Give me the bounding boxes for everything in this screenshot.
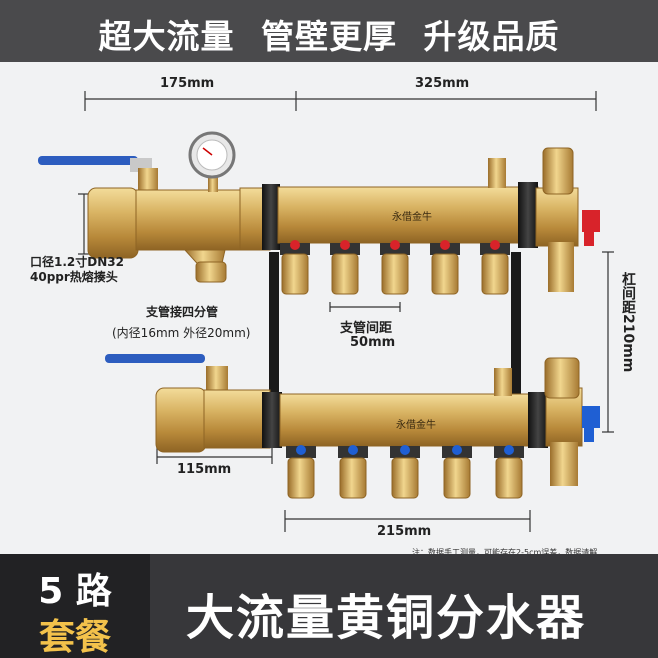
lower-manifold [262, 357, 600, 486]
dim-branch-span: 215mm [377, 524, 432, 539]
badge-line2: 套餐 [38, 617, 111, 658]
lower-inlet [105, 354, 271, 453]
slogan: 超大流量 管壁更厚 升级品质 [98, 17, 560, 56]
inlet-note-line1: 口径1.2寸DN32 [30, 255, 124, 269]
dim-body-length: 325mm [415, 76, 470, 91]
branch-note-line2: (内径16mm 外径20mm) [112, 326, 251, 340]
upper-manifold [262, 147, 600, 292]
bracket-right [511, 252, 521, 402]
product-title: 大流量黄铜分水器 [186, 590, 587, 646]
upper-inlet [38, 131, 271, 283]
bracket-left [269, 252, 279, 402]
brand-mark-lower: 永借金牛 [396, 418, 436, 431]
top-banner: 超大流量 管壁更厚 升级品质 [0, 0, 658, 62]
branch-note-line1: 支管接四分管 [146, 305, 219, 319]
manifold-illustration: 永借金牛 永借金牛 杠间距210mm [38, 91, 636, 532]
bar-spacing-label: 杠间距210mm [620, 271, 636, 372]
inlet-note-line2: 40ppr热熔揍头 [30, 270, 118, 284]
dim-lower-inlet-length: 115mm [177, 462, 232, 477]
measurement-footnote: 注：数据手工测量，可能存在2-5cm误差，数据请解 [412, 548, 598, 557]
badge-line1: 5 路 [38, 571, 112, 612]
dim-inlet-length: 175mm [160, 76, 215, 91]
product-stage: 永借金牛 永借金牛 杠间距210mm 175mm 325mm 115mm 215… [0, 62, 658, 544]
bottom-banner: 5 路 套餐 大流量黄铜分水器 [0, 554, 658, 658]
lower-outlets [286, 445, 524, 499]
branch-pitch-label: 支管间距 [340, 321, 393, 336]
brand-mark-upper: 永借金牛 [392, 210, 432, 223]
upper-outlets [280, 240, 510, 295]
branch-pitch-value: 50mm [350, 335, 396, 350]
package-badge: 5 路 套餐 [0, 554, 150, 658]
